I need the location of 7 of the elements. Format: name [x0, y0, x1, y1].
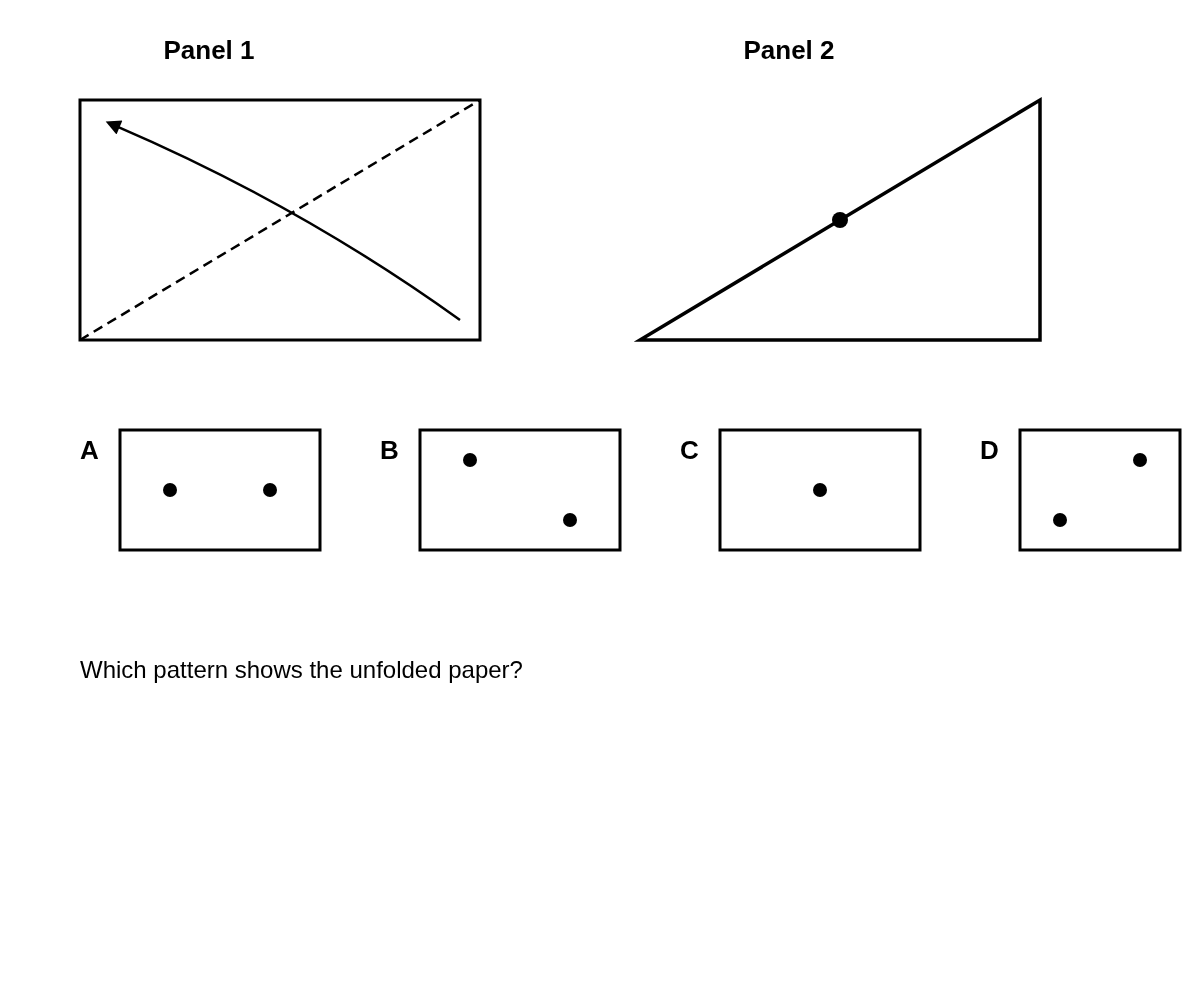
panel-title: Panel 1 — [163, 37, 255, 63]
option-letter: A — [80, 437, 99, 463]
option-letter: D — [980, 437, 999, 463]
option-letter: C — [680, 437, 699, 463]
panel-title: Panel 2 — [743, 37, 835, 63]
option-letter: B — [380, 437, 399, 463]
question-text: Which pattern shows the unfolded paper? — [80, 658, 523, 682]
